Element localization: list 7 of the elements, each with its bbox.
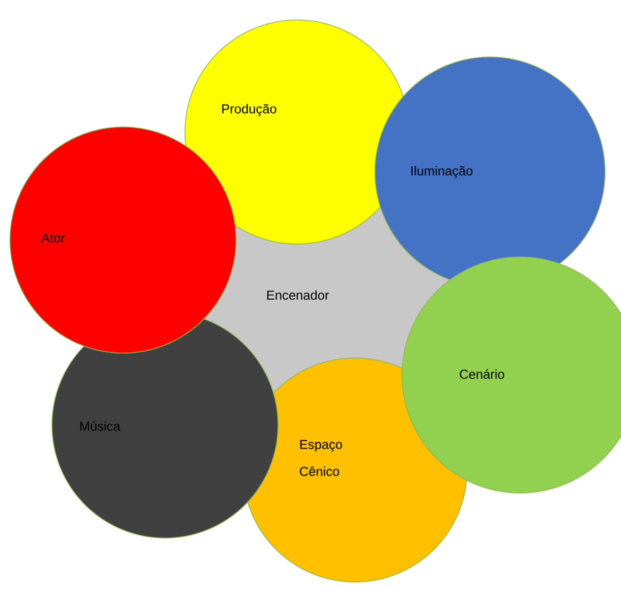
node-label: Produção [222, 104, 276, 116]
node-label: Espaço Cênico [300, 440, 342, 476]
node-label: Iluminação [411, 166, 473, 178]
node-label: Música [80, 421, 120, 431]
node-label: Cenário [460, 369, 504, 379]
node-label: Encenador [267, 290, 329, 300]
node-label: Ator [41, 233, 65, 243]
